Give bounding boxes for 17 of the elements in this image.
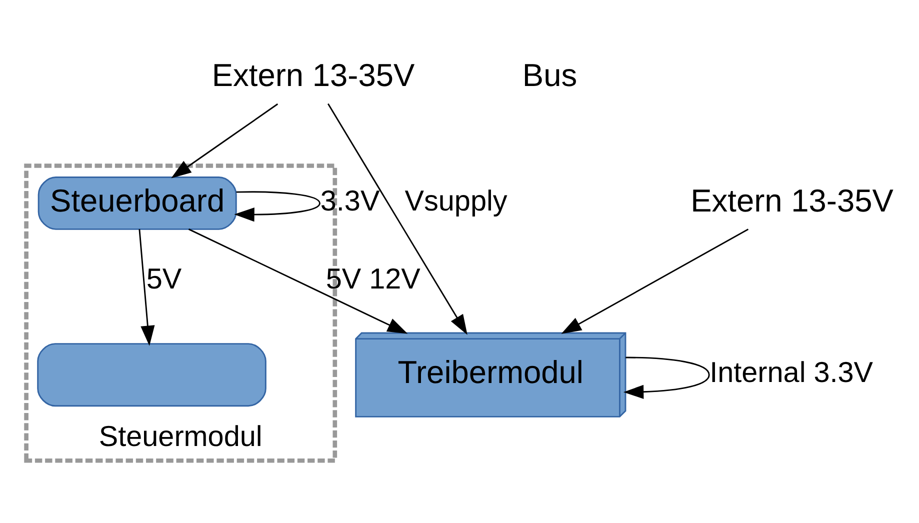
arrow [138,228,154,346]
node-text: Extern 13-35V [211,56,414,92]
node-box: Steuerboard [37,176,236,230]
arrow [234,190,320,222]
arrow [170,102,278,178]
edge-label: 3.3V [320,184,380,217]
edge-label: Vsupply [404,184,507,217]
arrow [622,356,710,398]
arrow [326,102,467,334]
edge-label: 5V [146,262,182,295]
edge-label: Internal 3.3V [709,356,873,389]
label: Bus [522,56,577,92]
edge-label: 5V 12V [325,262,420,295]
arrow [188,228,408,334]
node-box [36,342,266,406]
arrow [560,228,748,334]
node-text: Extern 13-35V [690,182,893,218]
